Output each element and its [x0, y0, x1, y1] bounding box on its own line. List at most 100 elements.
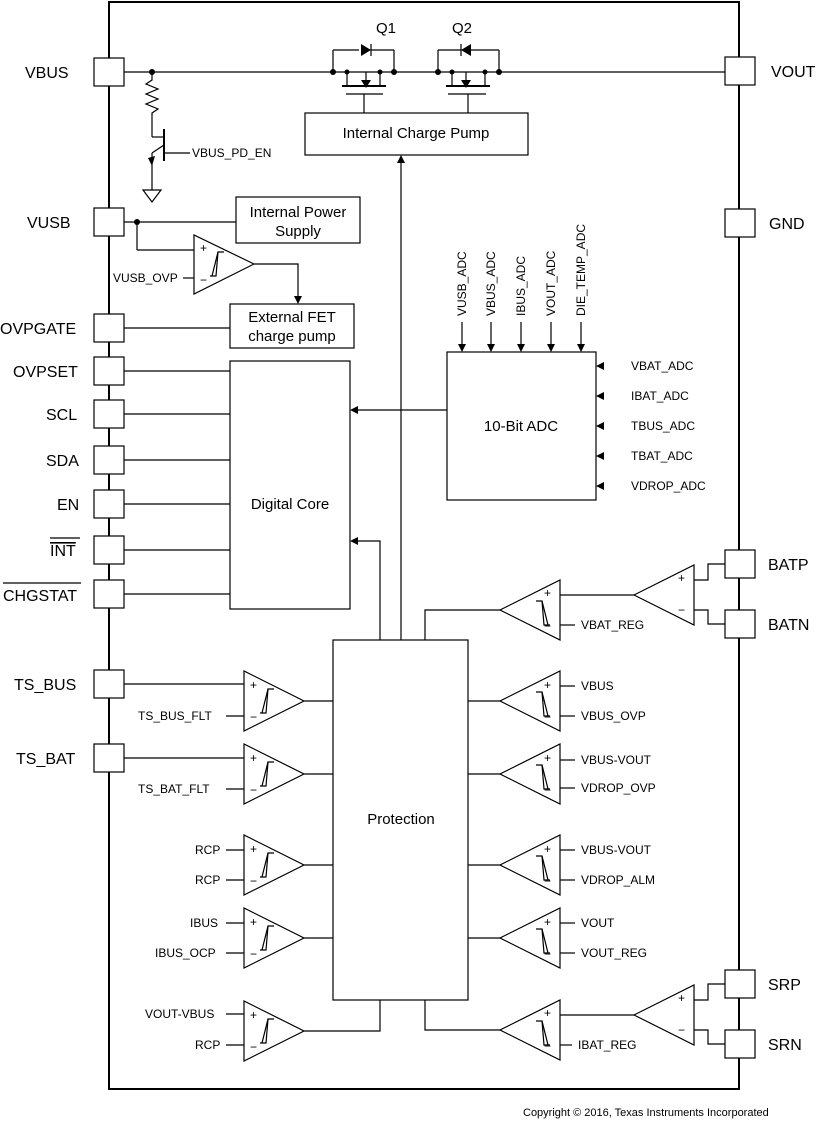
vbat-reg-label: VBAT_REG	[581, 618, 644, 632]
pin-label-sda: SDA	[46, 453, 79, 470]
power-supply-label-2: Supply	[275, 223, 321, 240]
ext-fet-block	[229, 303, 355, 349]
pin-label-ovpset: OVPSET	[13, 364, 78, 381]
q2-label: Q2	[452, 20, 472, 37]
pin-box-chgstat	[93, 579, 125, 609]
adc-section: 10-Bit ADC VUSB_ADC VBUS_ADC IBUS_ADC VO…	[350, 224, 706, 501]
svg-text:+: +	[250, 842, 257, 856]
ibat-diff-amp	[632, 984, 695, 1046]
vout-vbus-comparator	[243, 1000, 306, 1062]
ext-fet-label-1: External FET	[248, 309, 336, 326]
vusb-ovp-comparator	[193, 234, 256, 295]
q1-label: Q1	[376, 20, 396, 37]
protection-section: Protection	[332, 155, 469, 1001]
power-supply-block	[235, 196, 361, 244]
vusb-section: Internal Power Supply + − VUSB_OVP Exter…	[113, 196, 361, 349]
charge-pump-block	[304, 112, 529, 156]
svg-text:+: +	[678, 991, 685, 1005]
pin-box-ovpgate	[93, 313, 125, 343]
vdrop-ovp-label: VDROP_OVP	[581, 781, 656, 795]
svg-text:−: −	[544, 947, 551, 961]
vbus-label: VBUS	[581, 679, 614, 693]
vout-vbus-label: VOUT-VBUS	[145, 1007, 214, 1021]
ext-fet-label-2: charge pump	[248, 328, 336, 345]
adc-in-vbus: VBUS_ADC	[484, 251, 498, 316]
pin-label-ts-bus: TS_BUS	[14, 677, 76, 694]
pin-box-scl	[93, 399, 125, 429]
pin-box-srn	[724, 1029, 756, 1059]
svg-text:−: −	[678, 603, 685, 617]
pin-box-batn	[724, 609, 756, 639]
rcp-label-b: RCP	[195, 873, 220, 887]
ts-bus-flt-label: TS_BUS_FLT	[138, 709, 212, 723]
svg-text:+: +	[544, 586, 551, 600]
vbat-diff-amp	[632, 564, 695, 626]
svg-text:+: +	[544, 1006, 551, 1020]
svg-text:−: −	[250, 874, 257, 888]
svg-text:−: −	[544, 1039, 551, 1053]
svg-text:+: +	[544, 678, 551, 692]
svg-text:+: +	[544, 842, 551, 856]
ibus-ocp-label: IBUS_OCP	[155, 946, 216, 960]
rcp-label-a: RCP	[195, 843, 220, 857]
mosfet-q1: Q1	[332, 20, 396, 113]
pin-box-vout	[724, 56, 756, 86]
ibus-ocp-comparator	[243, 907, 306, 969]
ts-bus-comparator	[243, 670, 306, 732]
pin-label-batp: BATP	[768, 557, 809, 574]
adc-in-tbat: TBAT_ADC	[631, 449, 693, 463]
pin-box-int	[93, 535, 125, 565]
pin-box-sda	[93, 445, 125, 475]
vusb-ovp-label: VUSB_OVP	[113, 271, 178, 285]
pin-label-vusb: VUSB	[27, 215, 71, 232]
left-pins: VBUS VUSB OVPGATE OVPSET SCL SDA EN INT …	[0, 57, 125, 773]
adc-in-tbus: TBUS_ADC	[631, 419, 695, 433]
svg-text:−: −	[200, 273, 207, 287]
power-path: VBUS_PD_EN Q1 Q2	[124, 20, 725, 203]
rcp-comparator	[243, 834, 306, 896]
pin-box-en	[93, 489, 125, 519]
pin-box-batp	[724, 549, 756, 579]
adc-label: 10-Bit ADC	[484, 418, 558, 435]
svg-text:−: −	[544, 619, 551, 633]
svg-text:−: −	[544, 710, 551, 724]
svg-text:+: +	[250, 678, 257, 692]
right-comparators: + − + − VBAT_REG + − VBUS VBUS_OVP + − V…	[424, 563, 725, 1061]
adc-in-vusb: VUSB_ADC	[455, 251, 469, 316]
right-pins: VOUT GND BATP BATN SRP SRN	[724, 56, 816, 1059]
adc-in-ibat: IBAT_ADC	[631, 389, 689, 403]
svg-text:−: −	[250, 783, 257, 797]
protection-label: Protection	[367, 811, 435, 828]
pin-label-vbus: VBUS	[25, 65, 69, 82]
vbus-pd-en-label: VBUS_PD_EN	[192, 146, 271, 160]
pin-box-vusb	[93, 207, 125, 237]
rcp-label-c: RCP	[195, 1038, 220, 1052]
digital-core-section: Digital Core	[124, 360, 351, 610]
svg-text:+: +	[678, 571, 685, 585]
pin-box-ts-bat	[93, 743, 125, 773]
digital-core-label: Digital Core	[251, 496, 329, 513]
svg-text:+: +	[544, 751, 551, 765]
pin-label-batn: BATN	[768, 617, 809, 634]
svg-text:−: −	[544, 783, 551, 797]
svg-text:−: −	[678, 1023, 685, 1037]
charge-pump-label: Internal Charge Pump	[343, 125, 490, 142]
vbus-vout-label-a: VBUS-VOUT	[581, 753, 652, 767]
pulldown-resistor	[144, 72, 160, 137]
adc-in-vbat: VBAT_ADC	[631, 359, 694, 373]
adc-in-vdrop: VDROP_ADC	[631, 479, 706, 493]
adc-block	[446, 351, 597, 501]
svg-text:+: +	[250, 1008, 257, 1022]
pin-box-vbus	[93, 57, 125, 87]
adc-in-vout: VOUT_ADC	[544, 250, 558, 316]
power-supply-label-1: Internal Power	[250, 204, 347, 221]
ibus-label: IBUS	[190, 916, 218, 930]
pin-label-gnd: GND	[769, 216, 805, 233]
mosfet-q2: Q2	[437, 20, 500, 113]
ground-symbol	[141, 189, 163, 203]
digital-core-block	[229, 360, 351, 610]
pin-label-int: INT	[50, 543, 76, 560]
pin-label-srn: SRN	[768, 1037, 802, 1054]
ts-bat-flt-label: TS_BAT_FLT	[138, 782, 210, 796]
